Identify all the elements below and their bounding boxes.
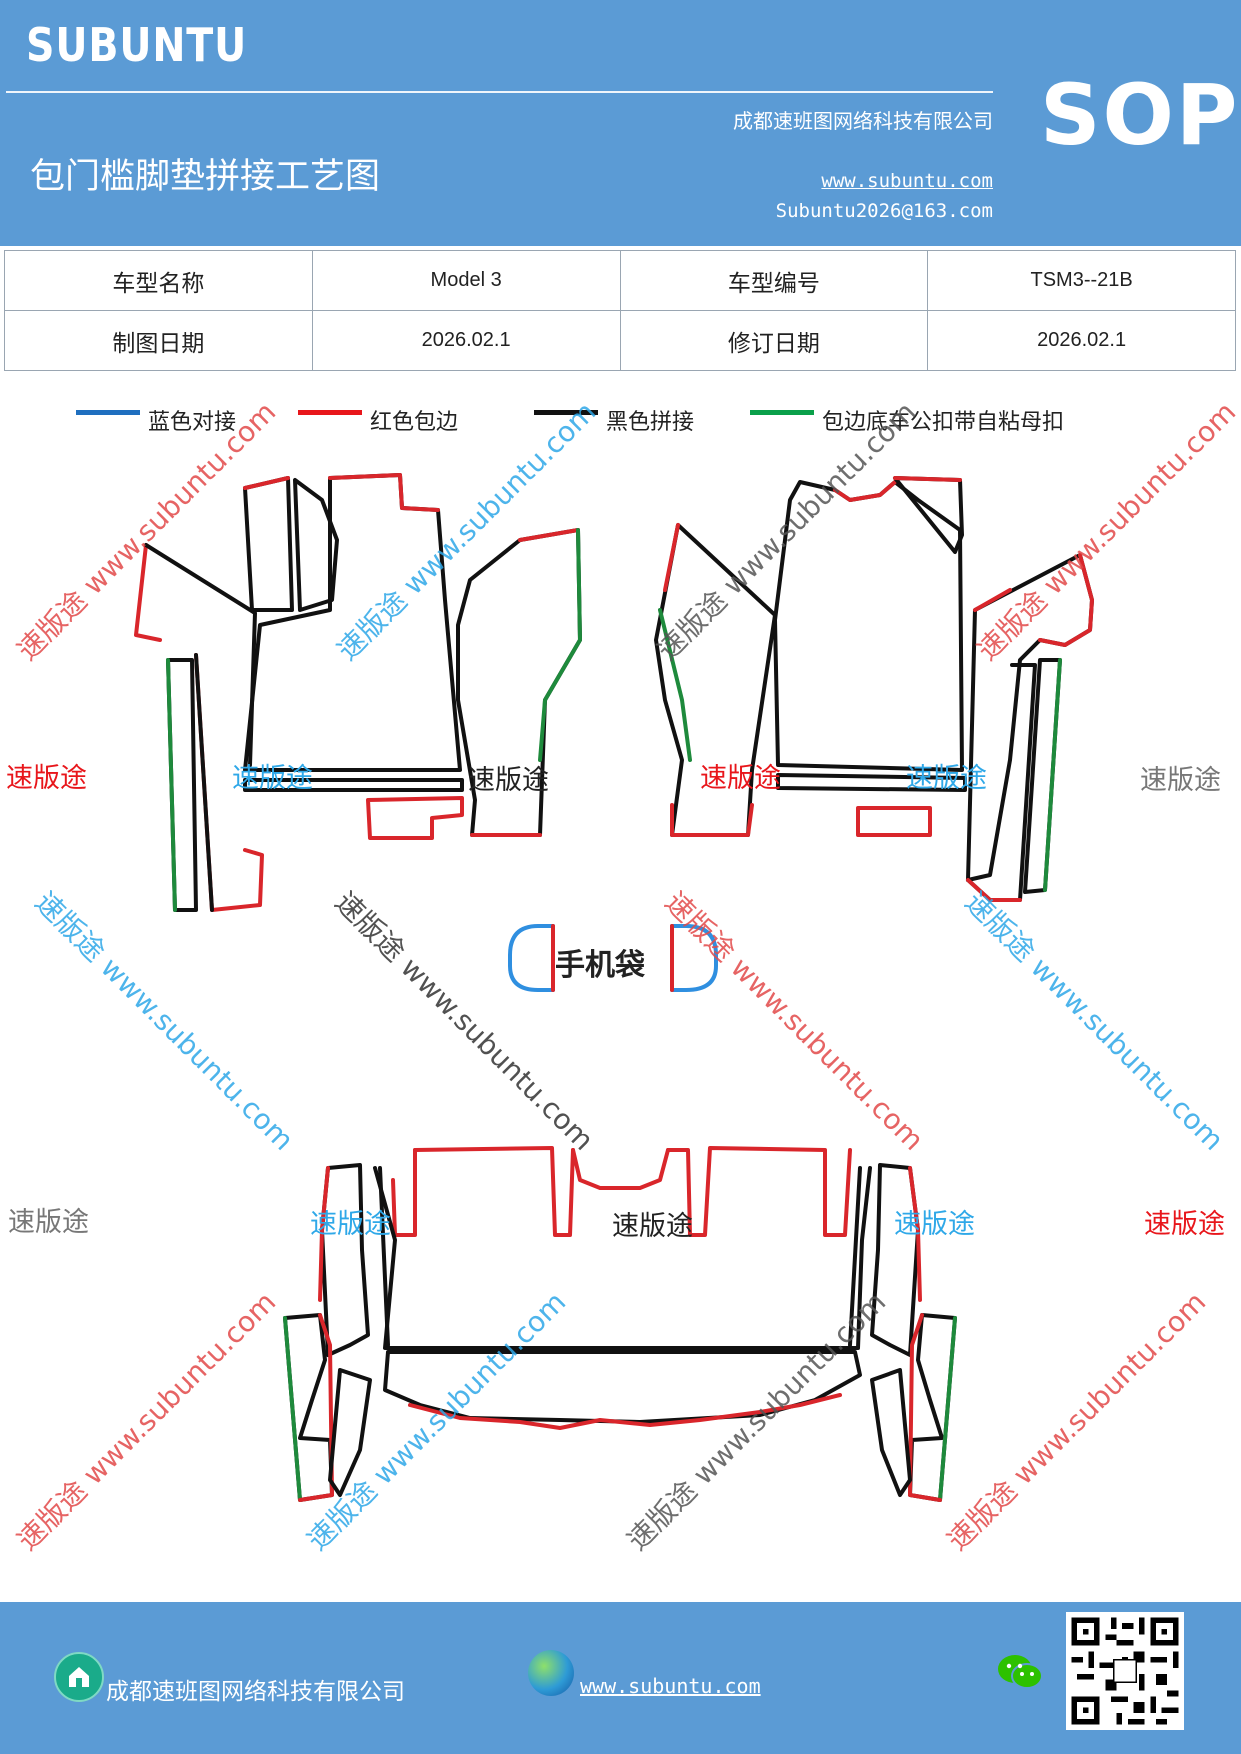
model-name-label: 车型名称 xyxy=(4,250,313,311)
header-banner xyxy=(0,0,1241,246)
watermark-text: 速版途 xyxy=(232,763,313,794)
legend-label: 黑色拼接 xyxy=(606,410,695,435)
phone-pocket-label: 手机袋 xyxy=(555,948,645,983)
model-code-label: 车型编号 xyxy=(619,250,929,311)
mat-piece-front-left xyxy=(134,473,582,912)
table-row: 制图日期 2026.02.1 修订日期 2026.02.1 xyxy=(4,310,1236,371)
header-company: 成都速班图网络科技有限公司 xyxy=(733,109,993,133)
legend-label: 包边底车公扣带自粘母扣 xyxy=(822,410,1065,435)
mat-piece-front-right xyxy=(654,476,1094,902)
legend-swatch-black xyxy=(534,410,598,415)
watermark-text: 速版途 xyxy=(310,1209,391,1240)
wechat-icon[interactable] xyxy=(996,1652,1044,1692)
header-divider xyxy=(6,91,993,93)
drawing-date-label: 制图日期 xyxy=(4,310,313,371)
model-name-value: Model 3 xyxy=(311,250,621,311)
home-icon xyxy=(54,1652,104,1702)
watermark-text: 速版途 xyxy=(8,1207,89,1238)
brand-logo: SUBUNTU xyxy=(26,18,248,72)
footer-company: 成都速班图网络科技有限公司 xyxy=(106,1679,405,1705)
watermark-text: 速版途 xyxy=(6,763,87,794)
watermark-text: 速版途 xyxy=(468,765,549,796)
revision-date-label: 修订日期 xyxy=(619,310,929,371)
header-website-link[interactable]: www.subuntu.com xyxy=(821,170,993,192)
table-row: 车型名称 Model 3 车型编号 TSM3--21B xyxy=(4,250,1236,311)
legend-swatch-green xyxy=(750,410,814,415)
globe-icon xyxy=(528,1650,574,1696)
phone-pocket xyxy=(508,924,718,992)
sop-badge: SOP xyxy=(1040,66,1240,164)
watermark-text: 速版途 xyxy=(894,1209,975,1240)
watermark-text: 速版途 xyxy=(612,1211,693,1242)
watermark-text: 速版途 xyxy=(1140,765,1221,796)
page-title: 包门槛脚垫拼接工艺图 xyxy=(30,157,381,197)
qr-code[interactable] xyxy=(1066,1612,1184,1730)
legend-swatch-red xyxy=(298,410,362,415)
model-code-value: TSM3--21B xyxy=(927,250,1236,311)
drawing-date-value: 2026.02.1 xyxy=(311,310,621,371)
legend-label: 蓝色对接 xyxy=(148,410,237,435)
revision-date-value: 2026.02.1 xyxy=(927,310,1236,371)
legend-swatch-blue xyxy=(76,410,140,415)
mat-piece-rear xyxy=(283,1146,957,1502)
info-table: 车型名称 Model 3 车型编号 TSM3--21B 制图日期 2026.02… xyxy=(4,250,1236,371)
watermark-text: 速版途 xyxy=(1144,1209,1225,1240)
watermark-text: 速版途 xyxy=(906,763,987,794)
footer-website-link[interactable]: www.subuntu.com xyxy=(580,1674,761,1698)
legend-label: 红色包边 xyxy=(370,410,459,435)
watermark-text: 速版途 xyxy=(700,763,781,794)
header-email[interactable]: Subuntu2026@163.com xyxy=(775,200,993,222)
